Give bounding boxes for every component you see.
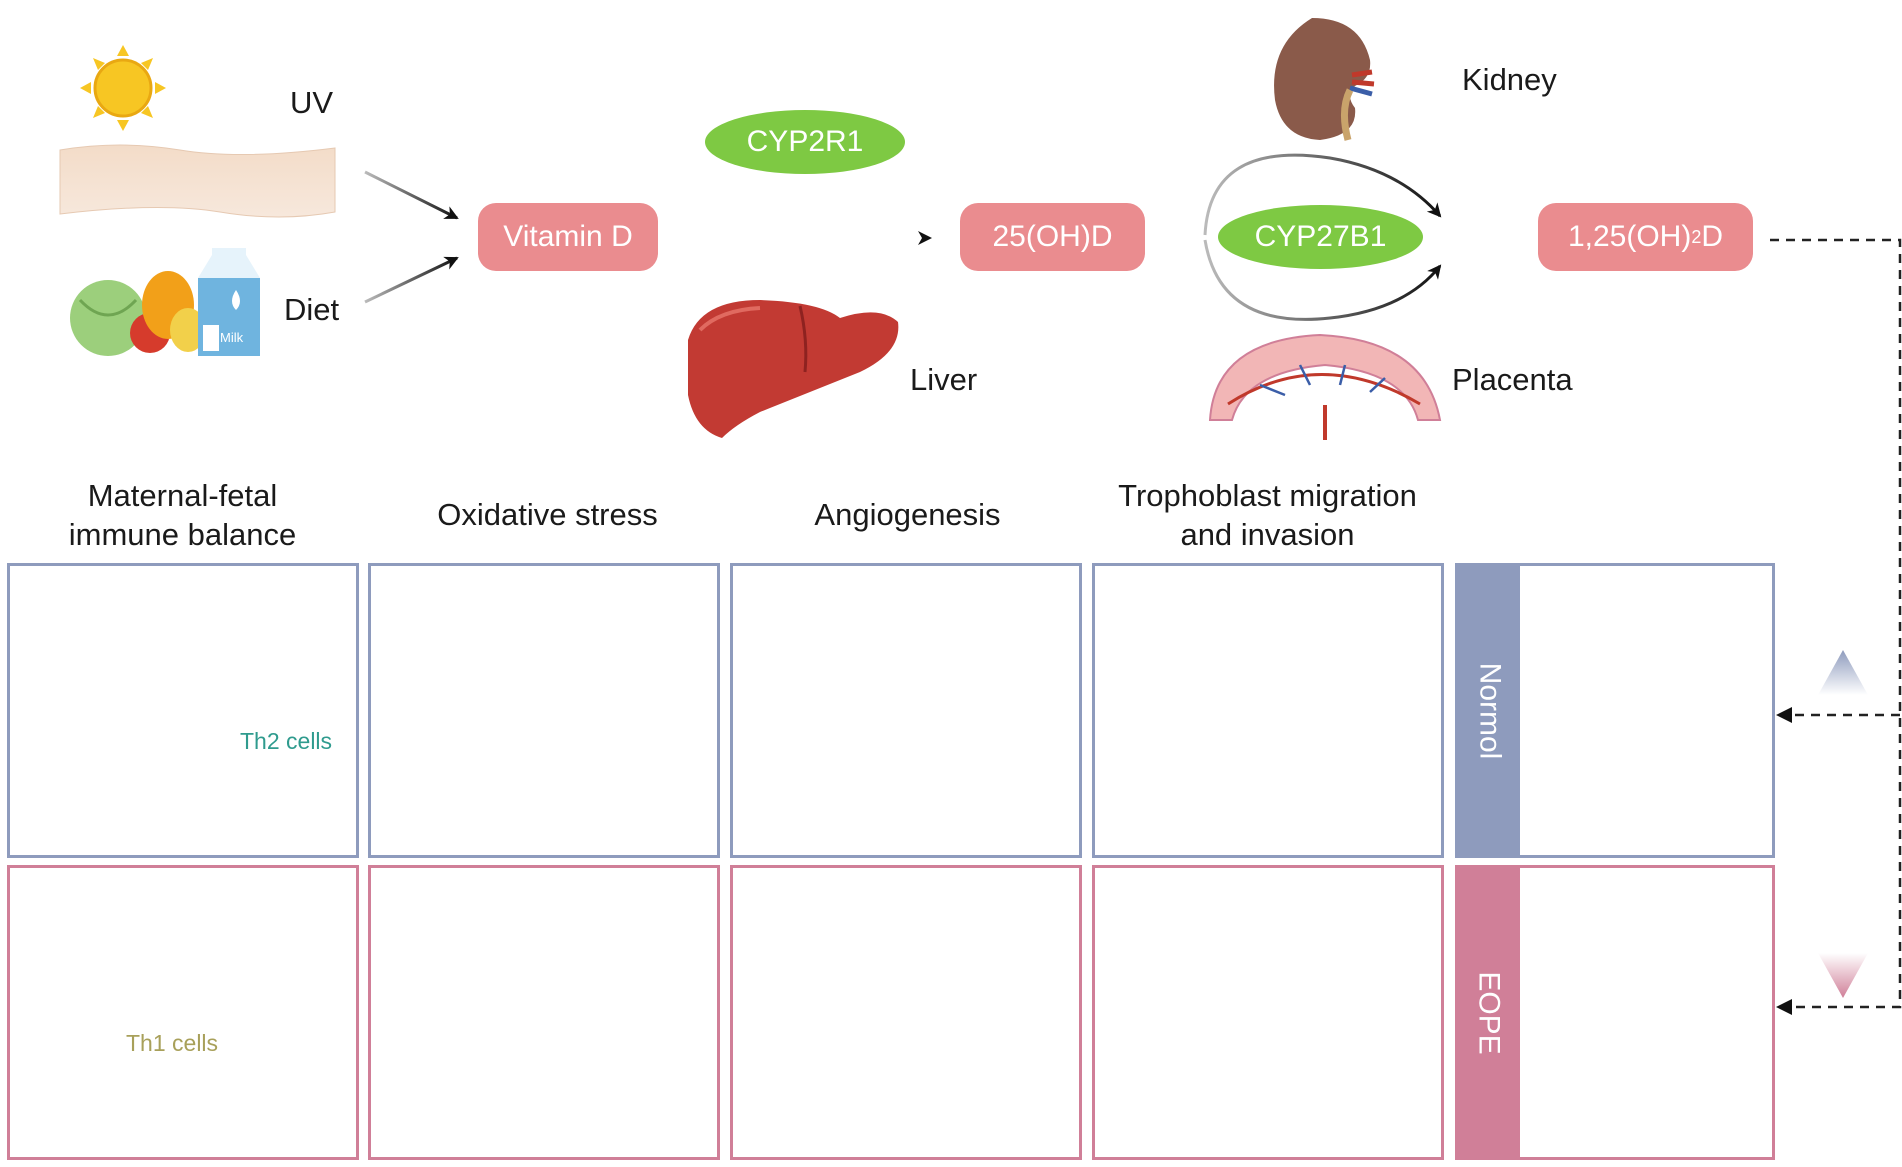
active-vd-subscript: 2 bbox=[1691, 226, 1702, 247]
arrow-to-eope-row bbox=[1776, 999, 1792, 1015]
superoxide-base: O bbox=[594, 960, 612, 986]
active-vd-suffix: D bbox=[1701, 220, 1724, 253]
superoxide-label: O2•− bbox=[594, 960, 631, 989]
stress-label: Stress bbox=[413, 932, 476, 957]
decrease-triangle-icon bbox=[1818, 953, 1868, 998]
placenta-icon bbox=[1208, 333, 1442, 440]
column-title-line1: Oxidative stress bbox=[437, 497, 658, 532]
superoxide-subscript: 2 bbox=[611, 972, 619, 989]
eope-row-label: EOPE bbox=[1458, 868, 1520, 1157]
kidney-label: Kidney bbox=[1462, 62, 1557, 97]
kidney-icon bbox=[1274, 18, 1375, 141]
dashed-feedback-lines bbox=[1770, 238, 1902, 1009]
increase-triangle-icon bbox=[1818, 650, 1868, 695]
superoxide-superscript: •− bbox=[618, 960, 632, 975]
panel-normal-trophoblast bbox=[1092, 563, 1444, 858]
uv-label: UV bbox=[290, 85, 334, 120]
th2-cells-label: Th2 cells bbox=[240, 728, 333, 754]
column-title-angiogenesis: Angiogenesis bbox=[745, 495, 1070, 534]
th1-cells-label: Th1 cells bbox=[126, 1030, 219, 1056]
column-title-oxidative-stress: Oxidative stress bbox=[385, 495, 710, 534]
skin-icon bbox=[59, 144, 336, 218]
normal-row-text: Normol bbox=[1473, 662, 1506, 759]
vitamin-d-box: Vitamin D bbox=[478, 203, 658, 271]
column-title-line1: Maternal-fetal bbox=[87, 478, 278, 513]
placenta-pathway-arrow bbox=[1203, 239, 1442, 321]
panel-eope-oxidative bbox=[368, 865, 720, 1160]
panel-normal-angiogenesis bbox=[730, 563, 1082, 858]
arrow-to-normal-row bbox=[1776, 707, 1792, 723]
column-title-trophoblast: Trophoblast migration and invasion bbox=[1095, 476, 1440, 554]
normal-row-label: Normol bbox=[1458, 566, 1520, 855]
active-vd-prefix: 1,25(OH) bbox=[1567, 220, 1692, 253]
eope-row-text: EOPE bbox=[1473, 970, 1506, 1055]
diet-food-icon bbox=[70, 271, 206, 356]
kidney-pathway-arrow bbox=[1203, 153, 1442, 236]
liver-label: Liver bbox=[910, 362, 978, 397]
panel-normal-immune bbox=[7, 563, 359, 858]
sun-icon bbox=[80, 45, 166, 131]
milk-carton-label: Milk bbox=[220, 330, 244, 345]
diet-to-vitamin-d-arrow bbox=[364, 256, 459, 304]
panel-eope-angiogenesis bbox=[730, 865, 1082, 1160]
ros-label: ROS bbox=[623, 1086, 671, 1111]
panel-eope-immune bbox=[7, 865, 359, 1160]
diet-label: Diet bbox=[284, 292, 340, 327]
cyp2r1-enzyme: CYP2R1 bbox=[705, 110, 905, 174]
liver-icon bbox=[688, 300, 899, 438]
uv-to-vitamin-d-arrow bbox=[364, 170, 459, 220]
milk-carton-icon bbox=[198, 248, 260, 356]
column-title-line1: Angiogenesis bbox=[814, 497, 1001, 532]
column-title-immune-balance: Maternal-fetal immune balance bbox=[20, 476, 345, 554]
placenta-label: Placenta bbox=[1452, 362, 1573, 397]
panel-eope-trophoblast bbox=[1092, 865, 1444, 1160]
panel-normal-oxidative bbox=[368, 563, 720, 858]
column-title-line2: and invasion bbox=[1180, 517, 1355, 552]
cyp27b1-enzyme: CYP27B1 bbox=[1218, 205, 1423, 269]
25ohd-box: 25(OH)D bbox=[960, 203, 1145, 271]
column-title-line1: Trophoblast migration bbox=[1118, 478, 1417, 513]
column-title-line2: immune balance bbox=[68, 517, 297, 552]
